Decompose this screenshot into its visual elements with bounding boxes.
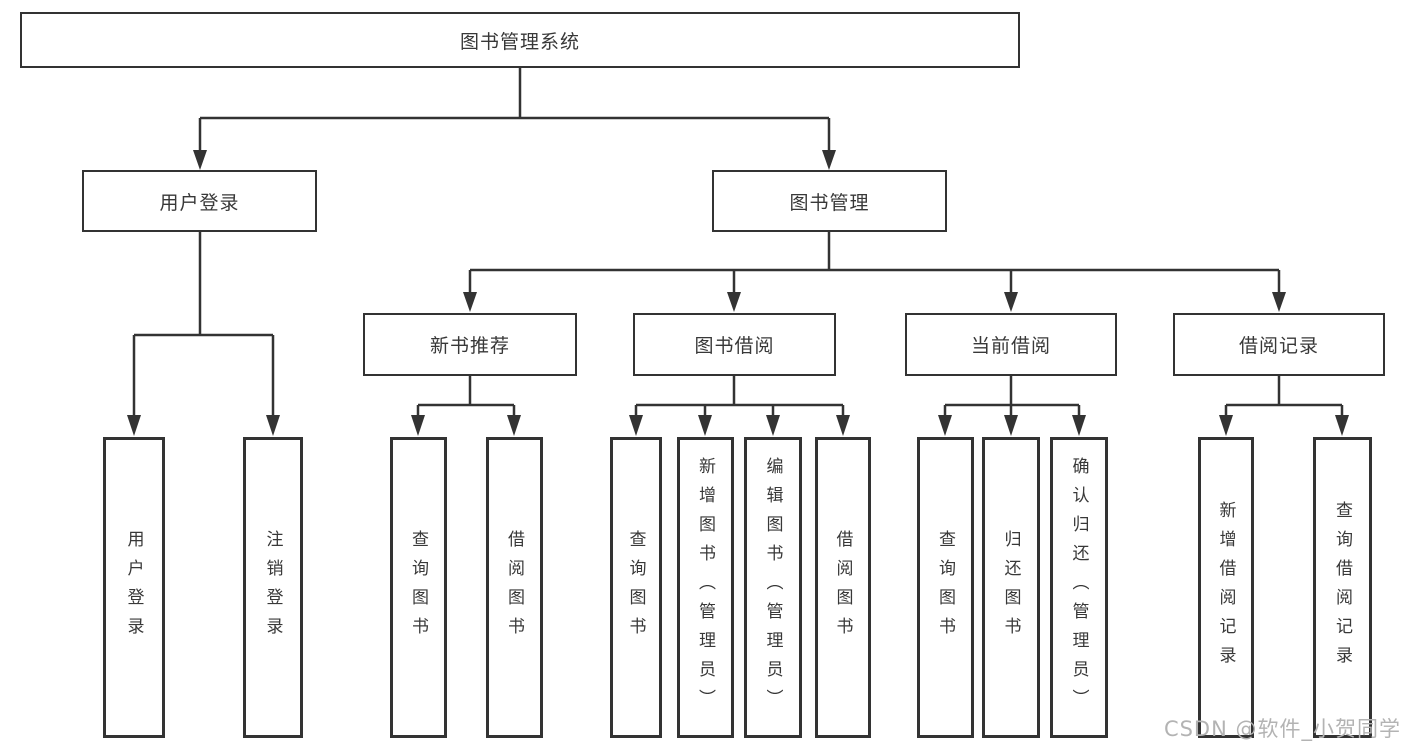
leaf-add-books-admin: 新增图书（管理员） xyxy=(677,437,734,738)
leaf-query-borrow-record-label: 查询借阅记录 xyxy=(1332,500,1352,675)
leaf-return-books: 归还图书 xyxy=(982,437,1040,738)
node-current-borrow: 当前借阅 xyxy=(905,313,1117,376)
leaf-logout: 注销登录 xyxy=(243,437,303,738)
node-borrow-records-label: 借阅记录 xyxy=(1238,335,1319,357)
leaf-add-books-admin-label: 新增图书（管理员） xyxy=(695,457,715,718)
leaf-query-books-recommend: 查询图书 xyxy=(390,437,447,738)
node-current-borrow-label: 当前借阅 xyxy=(970,335,1051,357)
node-book-management: 图书管理 xyxy=(712,170,947,232)
node-book-borrow-label: 图书借阅 xyxy=(694,335,775,357)
node-book-borrow: 图书借阅 xyxy=(633,313,836,376)
leaf-query-borrow-record: 查询借阅记录 xyxy=(1313,437,1372,738)
leaf-borrow-books-recommend: 借阅图书 xyxy=(486,437,543,738)
leaf-confirm-return-admin-label: 确认归还（管理员） xyxy=(1068,457,1089,718)
arrowheads xyxy=(127,150,1349,436)
node-new-book-recommend-label: 新书推荐 xyxy=(429,335,510,357)
leaf-edit-books-admin: 编辑图书（管理员） xyxy=(744,437,802,738)
node-user-login: 用户登录 xyxy=(82,170,317,232)
node-book-management-label: 图书管理 xyxy=(789,191,870,214)
node-user-login-label: 用户登录 xyxy=(159,191,240,214)
leaf-confirm-return-admin: 确认归还（管理员） xyxy=(1050,437,1108,738)
leaf-user-login-label: 用户登录 xyxy=(123,529,144,646)
leaf-borrow-books-recommend-label: 借阅图书 xyxy=(504,529,524,646)
node-system-root-label: 图书管理系统 xyxy=(459,30,580,53)
leaf-query-books-borrow-label: 查询图书 xyxy=(625,529,646,646)
leaf-add-borrow-record-label: 新增借阅记录 xyxy=(1215,500,1236,675)
node-borrow-records: 借阅记录 xyxy=(1173,313,1385,376)
leaf-edit-books-admin-label: 编辑图书（管理员） xyxy=(762,457,783,718)
leaf-logout-label: 注销登录 xyxy=(262,529,283,646)
leaf-borrow-books-label: 借阅图书 xyxy=(832,529,853,646)
node-new-book-recommend: 新书推荐 xyxy=(363,313,577,376)
leaf-query-books-borrow: 查询图书 xyxy=(610,437,662,738)
leaf-add-borrow-record: 新增借阅记录 xyxy=(1198,437,1254,738)
leaf-query-books-recommend-label: 查询图书 xyxy=(408,529,428,646)
leaf-borrow-books: 借阅图书 xyxy=(815,437,871,738)
leaf-return-books-label: 归还图书 xyxy=(1000,529,1021,646)
leaf-query-books-current: 查询图书 xyxy=(917,437,974,738)
node-system-root: 图书管理系统 xyxy=(20,12,1020,68)
leaf-user-login: 用户登录 xyxy=(103,437,165,738)
leaf-query-books-current-label: 查询图书 xyxy=(935,529,955,646)
